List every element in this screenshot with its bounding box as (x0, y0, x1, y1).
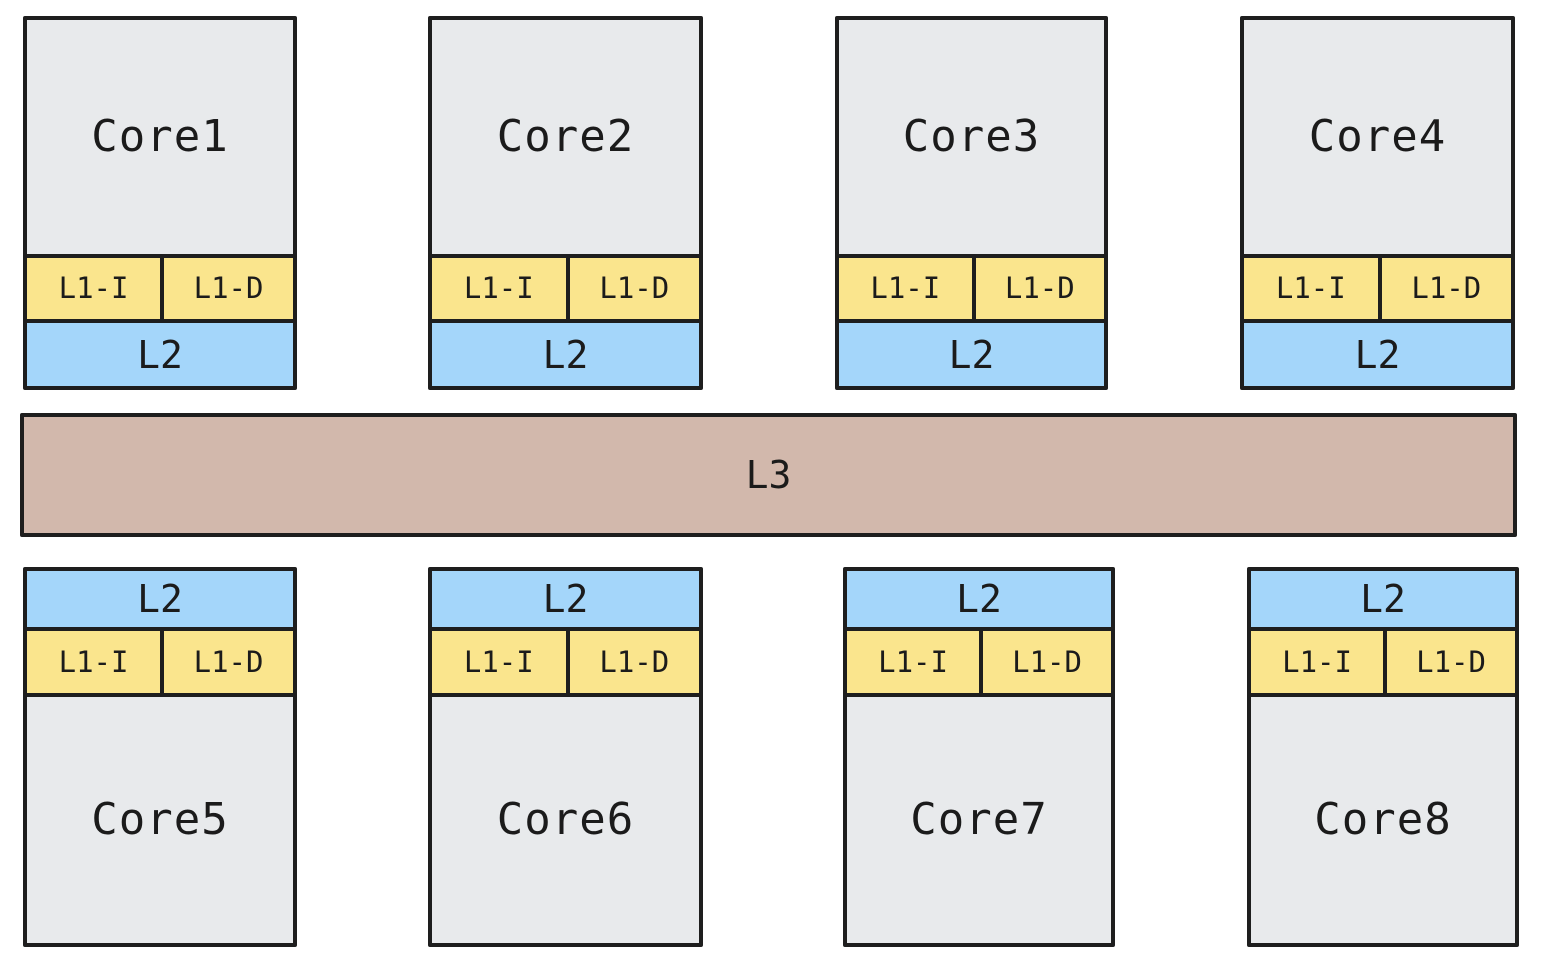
core8-l2-box: L2 (1247, 567, 1519, 631)
l1i-label: L1-I (1282, 644, 1352, 679)
l2-label: L2 (542, 332, 589, 377)
l2-label: L2 (1354, 332, 1401, 377)
core6-l1i-box: L1-I (428, 627, 570, 697)
l2-label: L2 (137, 332, 183, 377)
l1d-label: L1-D (599, 271, 670, 305)
core4-l1-row: L1-I L1-D (1240, 254, 1515, 323)
core1-box: Core1 (23, 16, 297, 258)
core6-block: L2 L1-I L1-D Core6 (428, 567, 703, 947)
l1d-label: L1-D (1411, 271, 1482, 305)
core2-l2-box: L2 (428, 319, 703, 390)
l1i-label: L1-I (58, 644, 129, 679)
core5-block: L2 L1-I L1-D Core5 (23, 567, 297, 947)
l3-cache-box: L3 (20, 413, 1517, 537)
l1d-label: L1-D (1004, 271, 1075, 305)
core2-label: Core2 (496, 111, 635, 162)
core7-l2-box: L2 (843, 567, 1115, 631)
core7-label: Core7 (910, 794, 1048, 845)
core4-box: Core4 (1240, 16, 1515, 258)
l3-label: L3 (745, 453, 792, 497)
l1d-label: L1-D (599, 644, 670, 679)
core1-l1i-box: L1-I (23, 254, 165, 323)
l1d-label: L1-D (193, 644, 264, 679)
core6-box: Core6 (428, 693, 703, 947)
core3-l1i-box: L1-I (835, 254, 976, 323)
core4-l1d-box: L1-D (1377, 254, 1515, 323)
core2-box: Core2 (428, 16, 703, 258)
l2-label: L2 (948, 332, 995, 377)
core8-label: Core8 (1314, 794, 1452, 845)
core2-l1-row: L1-I L1-D (428, 254, 703, 323)
core5-l1i-box: L1-I (23, 627, 165, 697)
core4-l2-box: L2 (1240, 319, 1515, 390)
core2-l1i-box: L1-I (428, 254, 570, 323)
core7-box: Core7 (843, 693, 1115, 947)
core3-l1-row: L1-I L1-D (835, 254, 1108, 323)
l1i-label: L1-I (878, 644, 948, 679)
core2-l1d-box: L1-D (565, 254, 703, 323)
l1i-label: L1-I (58, 271, 129, 305)
l1d-label: L1-D (193, 271, 264, 305)
core1-label: Core1 (91, 111, 229, 162)
core6-l2-box: L2 (428, 567, 703, 631)
core7-l1d-box: L1-D (979, 627, 1115, 697)
l1i-label: L1-I (870, 271, 941, 305)
core6-label: Core6 (496, 794, 635, 845)
core7-block: L2 L1-I L1-D Core7 (843, 567, 1115, 947)
core2-block: Core2 L1-I L1-D L2 (428, 16, 703, 390)
core5-label: Core5 (91, 794, 229, 845)
core3-l1d-box: L1-D (971, 254, 1108, 323)
core6-l1d-box: L1-D (565, 627, 703, 697)
l1i-label: L1-I (463, 271, 534, 305)
core7-l1-row: L1-I L1-D (843, 627, 1115, 697)
l1i-label: L1-I (463, 644, 534, 679)
core8-block: L2 L1-I L1-D Core8 (1247, 567, 1519, 947)
core3-l2-box: L2 (835, 319, 1108, 390)
core5-l1d-box: L1-D (160, 627, 297, 697)
core3-box: Core3 (835, 16, 1108, 258)
core7-l1i-box: L1-I (843, 627, 984, 697)
core8-box: Core8 (1247, 693, 1519, 947)
l2-label: L2 (137, 577, 183, 621)
core5-l2-box: L2 (23, 567, 297, 631)
l1d-label: L1-D (1416, 644, 1486, 679)
core6-l1-row: L1-I L1-D (428, 627, 703, 697)
core8-l1i-box: L1-I (1247, 627, 1388, 697)
core1-l1-row: L1-I L1-D (23, 254, 297, 323)
core8-l1-row: L1-I L1-D (1247, 627, 1519, 697)
core1-block: Core1 L1-I L1-D L2 (23, 16, 297, 390)
core3-label: Core3 (902, 111, 1041, 162)
core4-label: Core4 (1308, 111, 1447, 162)
core5-l1-row: L1-I L1-D (23, 627, 297, 697)
core8-l1d-box: L1-D (1383, 627, 1519, 697)
l2-label: L2 (956, 577, 1002, 621)
l2-label: L2 (542, 577, 589, 621)
core5-box: Core5 (23, 693, 297, 947)
l2-label: L2 (1360, 577, 1406, 621)
core3-block: Core3 L1-I L1-D L2 (835, 16, 1108, 390)
l1i-label: L1-I (1275, 271, 1346, 305)
core4-l1i-box: L1-I (1240, 254, 1382, 323)
core1-l1d-box: L1-D (160, 254, 297, 323)
core1-l2-box: L2 (23, 319, 297, 390)
core4-block: Core4 L1-I L1-D L2 (1240, 16, 1515, 390)
l1d-label: L1-D (1012, 644, 1082, 679)
